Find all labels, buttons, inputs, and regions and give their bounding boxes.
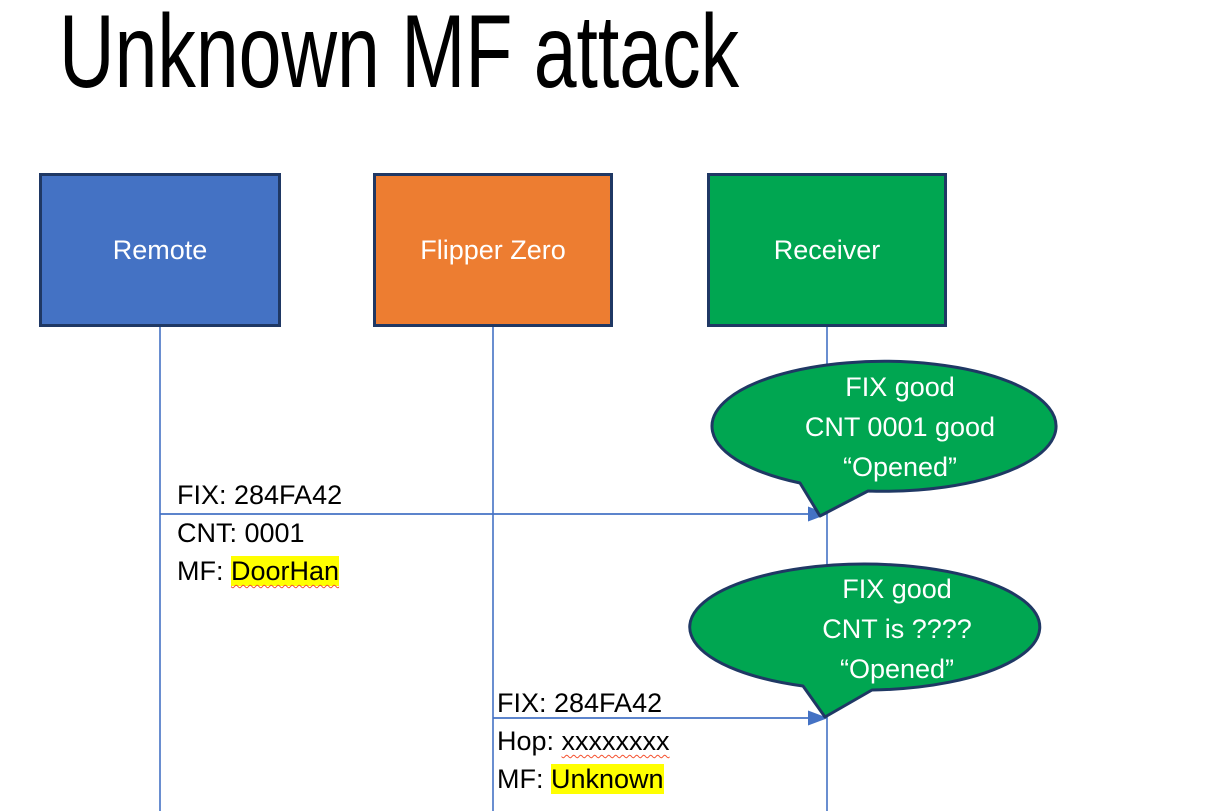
- highlight-unknown: Unknown: [551, 764, 664, 794]
- callout-1-line-3: “Opened”: [842, 452, 958, 482]
- message-2-fix: FIX: 284FA42: [497, 688, 663, 718]
- actor-label-remote: Remote: [112, 234, 208, 265]
- callout-1-line-1: FIX good: [845, 372, 955, 402]
- callout-2-line-3: “Opened”: [839, 654, 955, 684]
- callout-1-line-2: CNT 0001 good: [804, 412, 996, 442]
- actor-box-receiver: Receiver: [707, 173, 947, 327]
- callout-bubble-2: [688, 562, 1042, 719]
- message-2-hop: Hop: xxxxxxxx: [497, 726, 670, 756]
- message-1-cnt: CNT: 0001: [177, 518, 305, 548]
- message-2-labels: FIX: 284FA42 Hop: xxxxxxxx MF: Unknown: [497, 684, 670, 798]
- actor-label-receiver: Receiver: [773, 234, 881, 265]
- actor-box-remote: Remote: [39, 173, 281, 327]
- callout-bubble-1: [710, 359, 1058, 518]
- message-1-mf: MF: DoorHan: [177, 556, 340, 586]
- callout-2-line-1: FIX good: [842, 574, 952, 604]
- wavy-hop-value: xxxxxxxx: [561, 726, 670, 756]
- message-2-mf: MF: Unknown: [497, 764, 664, 794]
- callout-2-text: FIX good CNT is ???? “Opened”: [722, 569, 1072, 689]
- message-1-fix: FIX: 284FA42: [177, 480, 343, 510]
- actor-label-flipper-zero: Flipper Zero: [420, 234, 566, 265]
- message-1-labels: FIX: 284FA42 CNT: 0001 MF: DoorHan: [177, 476, 342, 590]
- callout-1-text: FIX good CNT 0001 good “Opened”: [728, 367, 1072, 487]
- message-arrowhead-2: [808, 710, 828, 726]
- actor-box-flipper-zero: Flipper Zero: [373, 173, 613, 327]
- highlight-doorhan: DoorHan: [231, 556, 340, 586]
- callout-2-line-2: CNT is ????: [822, 614, 972, 644]
- slide-title: Unknown MF attack: [59, 0, 740, 110]
